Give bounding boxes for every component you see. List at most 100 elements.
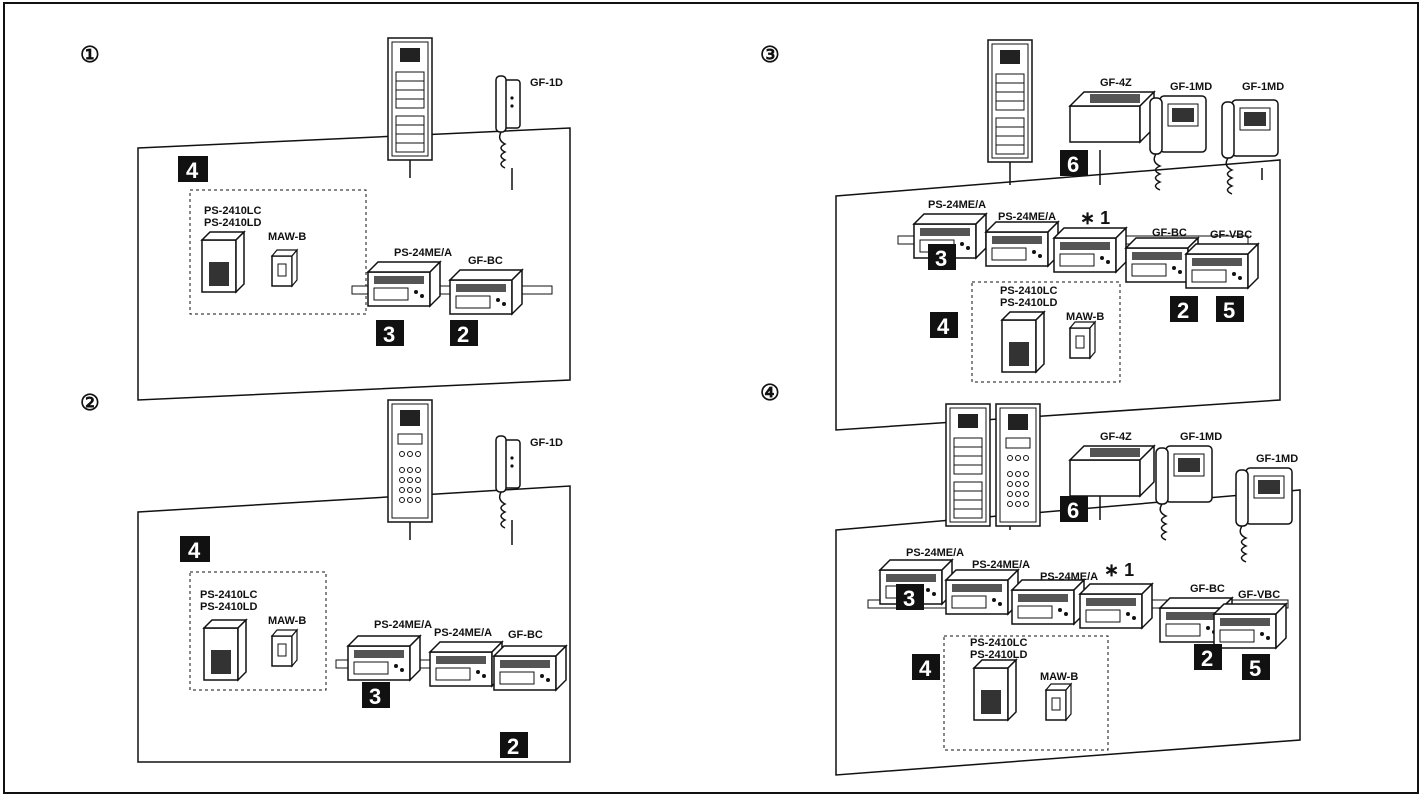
module-label: PS-24ME/A [972, 559, 1030, 571]
panel-number: ① [80, 42, 100, 67]
door-station [988, 40, 1032, 162]
din-module [450, 270, 522, 314]
breaker [1070, 322, 1095, 358]
door-station [996, 404, 1040, 526]
psu-label: PS-2410LD [1000, 297, 1058, 309]
module-label: GF-4Z [1100, 431, 1132, 443]
breaker-label: MAW-B [1040, 671, 1078, 683]
svg-text:4: 4 [186, 158, 199, 183]
callout-box: 2 [500, 732, 528, 759]
svg-text:4: 4 [188, 538, 201, 563]
breaker-label: MAW-B [1066, 311, 1104, 323]
power-supply [974, 660, 1016, 720]
module-label: GF-BC [1152, 227, 1187, 239]
module-label: GF-4Z [1100, 77, 1132, 89]
psu-label: PS-2410LD [200, 601, 258, 613]
callout-box: 2 [1194, 644, 1222, 671]
psu-label: PS-2410LC [204, 205, 262, 217]
power-supply [1002, 312, 1044, 372]
svg-text:3: 3 [935, 246, 947, 271]
svg-text:2: 2 [1177, 298, 1189, 323]
module-label: GF-BC [1190, 583, 1225, 595]
din-module [348, 636, 420, 680]
svg-text:2: 2 [1201, 646, 1213, 671]
panel-4: ④ GF-4Z GF-1MD GF-1MD 6 PS-24ME/A PS-24M… [760, 380, 1300, 775]
panel-3: ③ GF-4Z GF-1MD GF-1MD 6 PS-24ME/A PS-24M… [760, 40, 1284, 430]
module-label: PS-24ME/A [906, 547, 964, 559]
callout-box: 3 [896, 584, 924, 611]
callout-box: 5 [1216, 296, 1244, 323]
handset-label: GF-1D [530, 77, 563, 89]
din-module [986, 222, 1058, 266]
svg-text:3: 3 [903, 586, 915, 611]
breaker [272, 250, 297, 286]
panel-number: ② [80, 390, 100, 415]
svg-text:3: 3 [369, 684, 381, 709]
module-label: GF-BC [508, 629, 543, 641]
callout-box: 2 [450, 320, 478, 347]
module-label: GF-BC [468, 255, 503, 267]
din-module [1186, 244, 1258, 288]
psu-label: PS-2410LC [1000, 285, 1058, 297]
psu-label: PS-2410LC [200, 589, 258, 601]
breaker-label: MAW-B [268, 231, 306, 243]
psu-label: PS-2410LD [204, 217, 262, 229]
din-module [1012, 580, 1084, 624]
svg-text:2: 2 [457, 322, 469, 347]
din-module [1080, 584, 1152, 628]
module-label: GF-VBC [1210, 229, 1252, 241]
monitor-label: GF-1MD [1256, 453, 1298, 465]
module-label: PS-24ME/A [928, 199, 986, 211]
handset-label: GF-1D [530, 437, 563, 449]
callout-box: 4 [180, 536, 210, 563]
din-module [494, 646, 566, 690]
svg-text:5: 5 [1249, 656, 1261, 681]
footnote-marker: ∗ 1 [1080, 208, 1110, 228]
panel-number: ④ [760, 380, 780, 405]
monitor-label: GF-1MD [1170, 81, 1212, 93]
monitor-label: GF-1MD [1180, 431, 1222, 443]
door-station [388, 400, 432, 522]
gf4z-unit [1070, 446, 1154, 496]
din-module [430, 642, 502, 686]
module-label: GF-VBC [1238, 589, 1280, 601]
psu-label: PS-2410LC [970, 637, 1028, 649]
module-label: PS-24ME/A [434, 627, 492, 639]
svg-text:3: 3 [383, 322, 395, 347]
din-module [368, 262, 440, 306]
callout-box: 6 [1060, 150, 1088, 177]
svg-text:4: 4 [919, 656, 932, 681]
svg-text:4: 4 [937, 314, 950, 339]
monitor-label: GF-1MD [1242, 81, 1284, 93]
svg-text:2: 2 [507, 734, 519, 759]
gf4z-unit [1070, 92, 1154, 142]
power-supply [202, 232, 244, 292]
callout-box: 2 [1170, 296, 1198, 323]
din-module [946, 570, 1018, 614]
callout-box: 4 [930, 312, 958, 339]
svg-text:5: 5 [1223, 298, 1235, 323]
wall-plate [836, 160, 1280, 430]
svg-text:6: 6 [1067, 498, 1079, 523]
svg-text:6: 6 [1067, 152, 1079, 177]
panel-1: ① GF-1D 4 PS-2410LC PS-2410LD MAW-B PS-2… [80, 38, 570, 400]
callout-box: 3 [362, 682, 390, 709]
callout-box: 4 [912, 654, 940, 681]
callout-box: 3 [928, 244, 956, 271]
breaker-label: MAW-B [268, 615, 306, 627]
breaker [272, 630, 297, 666]
module-label: PS-24ME/A [998, 211, 1056, 223]
panel-number: ③ [760, 42, 780, 67]
din-module [1054, 228, 1126, 272]
module-label: PS-24ME/A [374, 619, 432, 631]
callout-box: 5 [1242, 654, 1270, 681]
power-supply [204, 620, 246, 680]
callout-box: 3 [376, 320, 404, 347]
panel-2: ② GF-1D 4 PS-2410LC PS-2410LD MAW-B PS-2… [80, 390, 570, 762]
door-station [388, 38, 432, 160]
din-module [1214, 604, 1286, 648]
door-station [946, 404, 990, 526]
module-label: PS-24ME/A [394, 247, 452, 259]
breaker [1046, 684, 1071, 720]
